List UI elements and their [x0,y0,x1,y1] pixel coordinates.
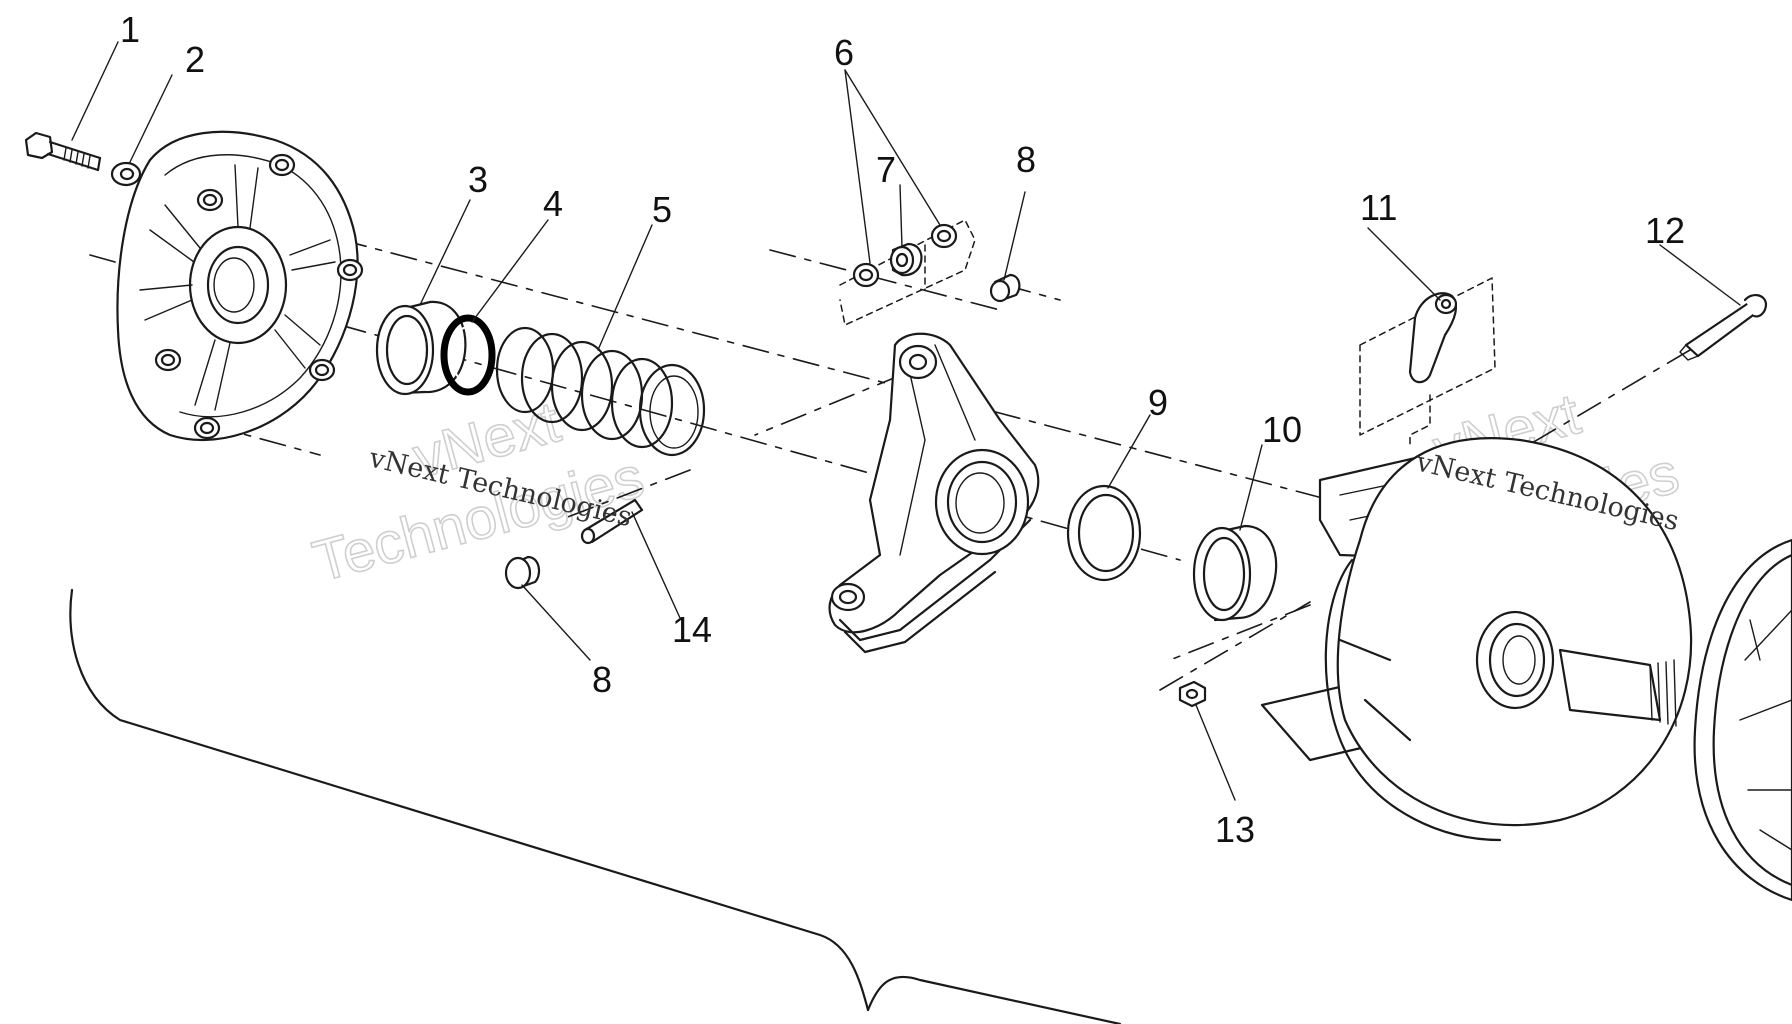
callout-10: 10 [1262,409,1302,450]
assembly-brace [69,588,1122,1024]
callout-9: 9 [1148,382,1168,423]
callout-8-upper: 8 [1016,139,1036,180]
callout-2: 2 [185,39,205,80]
part-movable-sheave [1260,437,1693,842]
part-spider-arm [828,332,1040,654]
part-pin-12 [1679,294,1768,361]
part-small-bushing-8-lower [504,555,541,590]
callout-1: 1 [120,9,140,50]
leader-lines [71,41,1741,801]
part-bushing-10 [1192,524,1278,622]
part-spring-5 [495,326,706,457]
callout-12: 12 [1645,210,1685,251]
part-washer-9 [1066,484,1142,582]
callout-8-lower: 8 [592,659,612,700]
part-bolt [24,131,102,172]
callout-4: 4 [543,183,563,224]
part-nut-13 [1178,680,1207,708]
part-shaft-fixed-sheave [1558,538,1792,902]
callout-13: 13 [1215,809,1255,850]
part-cover-plate [116,130,364,442]
part-small-bushing-8-upper [989,273,1021,303]
part-pin-14 [580,498,644,545]
part-weight-11 [1359,277,1496,446]
callout-3: 3 [468,159,488,200]
callout-6: 6 [834,32,854,73]
callout-14: 14 [672,609,712,650]
part-o-ring-4 [440,314,496,396]
part-rollers-6-7 [839,219,976,326]
part-washer-2 [110,161,142,187]
callout-11: 11 [1360,187,1397,228]
callout-7: 7 [876,149,896,190]
callout-5: 5 [652,189,672,230]
callout-labels: 1 2 3 4 5 6 7 8 8 9 10 11 12 13 14 [120,9,1685,850]
